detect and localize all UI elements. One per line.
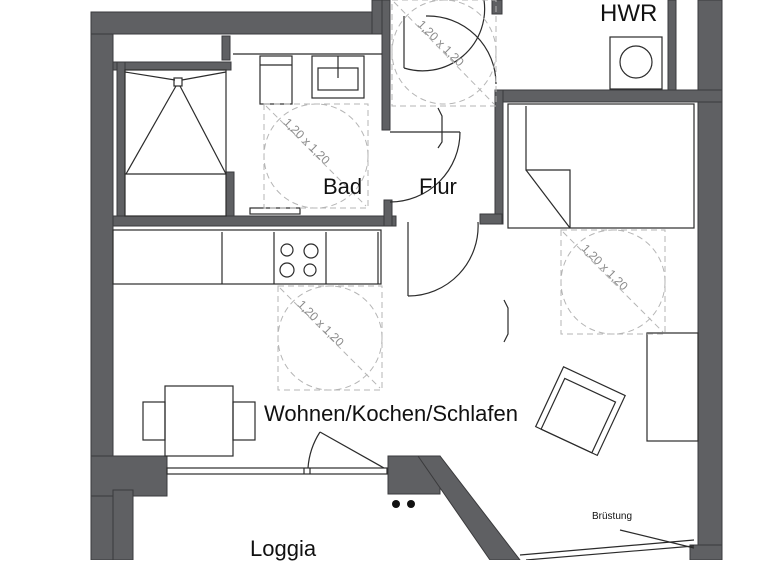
room-label-bad: Bad (323, 174, 363, 199)
washing-machine (609, 36, 663, 90)
shower (124, 69, 227, 217)
armchair (534, 366, 626, 457)
wardrobe (646, 332, 699, 442)
burner (303, 263, 317, 277)
room-label-wohnen: Wohnen/Kochen/Schlafen (264, 401, 518, 426)
walls (90, 0, 723, 561)
room-label-flur: Flur (419, 174, 457, 199)
room-label-hwr: HWR (600, 0, 658, 27)
stair-arrows (437, 107, 509, 343)
dimension-guides (263, 0, 666, 391)
doors (166, 0, 695, 561)
chair-right (232, 401, 256, 441)
chair-left (142, 401, 166, 441)
burner (303, 243, 319, 259)
room-label-loggia: Loggia (250, 536, 317, 561)
kitchen-counter (112, 229, 382, 285)
towel-radiator (249, 207, 301, 215)
burner (280, 243, 294, 257)
burner (279, 262, 295, 278)
dining-table (164, 385, 234, 457)
toilet (259, 55, 293, 105)
bed (507, 103, 695, 229)
fixtures (112, 36, 699, 457)
annotation-brustung: Brüstung (592, 511, 633, 522)
loggia-dots (392, 500, 415, 508)
